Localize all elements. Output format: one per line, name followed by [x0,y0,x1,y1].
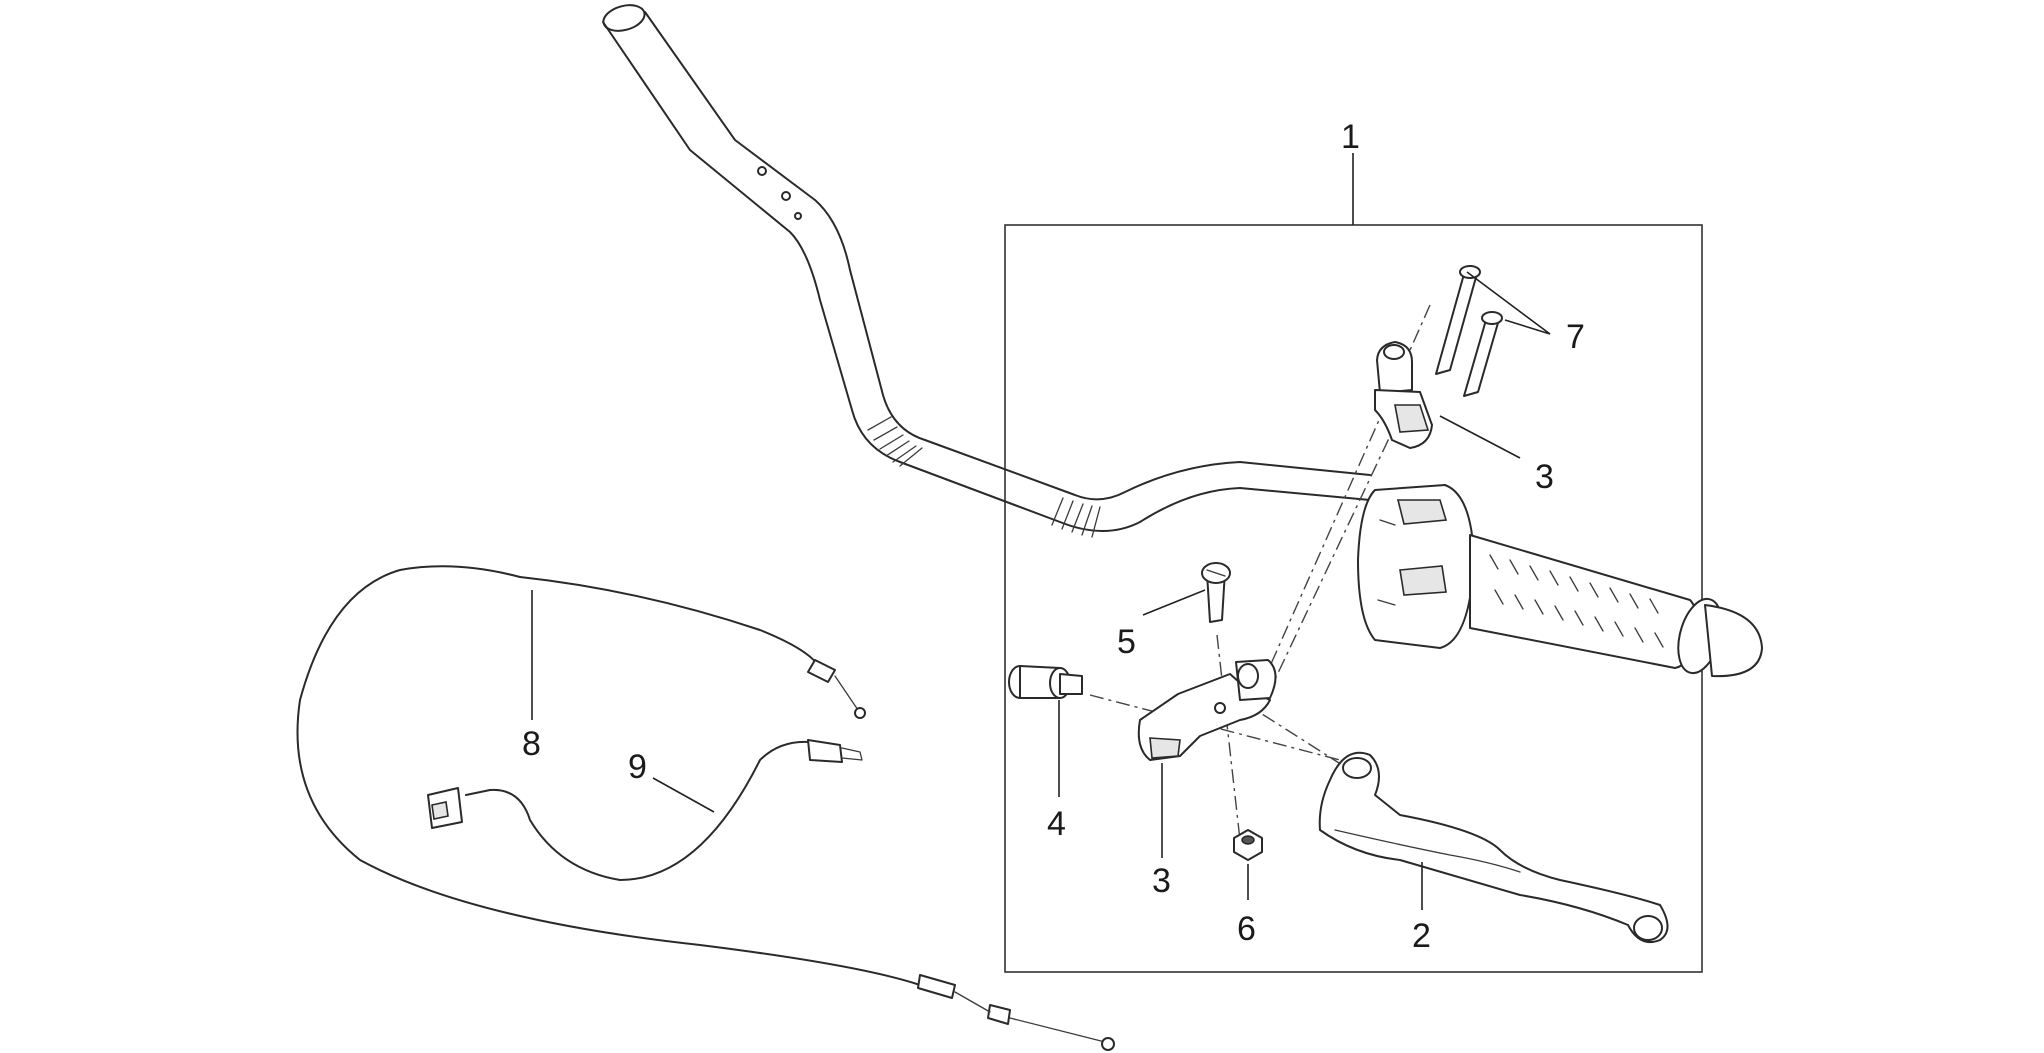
callouts: 1 7 3 5 4 3 6 2 8 9 [522,118,1585,955]
callout-8: 8 [522,725,541,763]
callout-5: 5 [1117,623,1136,661]
callout-6: 6 [1237,910,1256,948]
lever-bracket [1137,659,1277,761]
callout-9: 9 [628,748,647,786]
clutch-lever [1318,751,1669,944]
adjuster [1008,665,1083,699]
clutch-switch-wire [427,739,863,881]
nut [1233,829,1263,861]
callout-4: 4 [1047,805,1066,843]
pivot-bolt [1201,562,1231,623]
clamp-upper [1374,341,1433,449]
clutch-cable [296,565,1115,1051]
callout-1: 1 [1341,118,1360,156]
bolt-pair [1435,265,1503,397]
switch-housing [1357,484,1475,649]
callout-3-upper: 3 [1535,458,1554,496]
handlebar [602,4,1371,538]
leader-lines [531,153,1551,910]
callout-2: 2 [1412,917,1431,955]
hand-grip [1469,534,1763,678]
callout-7: 7 [1566,318,1585,356]
callout-3-lower: 3 [1152,862,1171,900]
